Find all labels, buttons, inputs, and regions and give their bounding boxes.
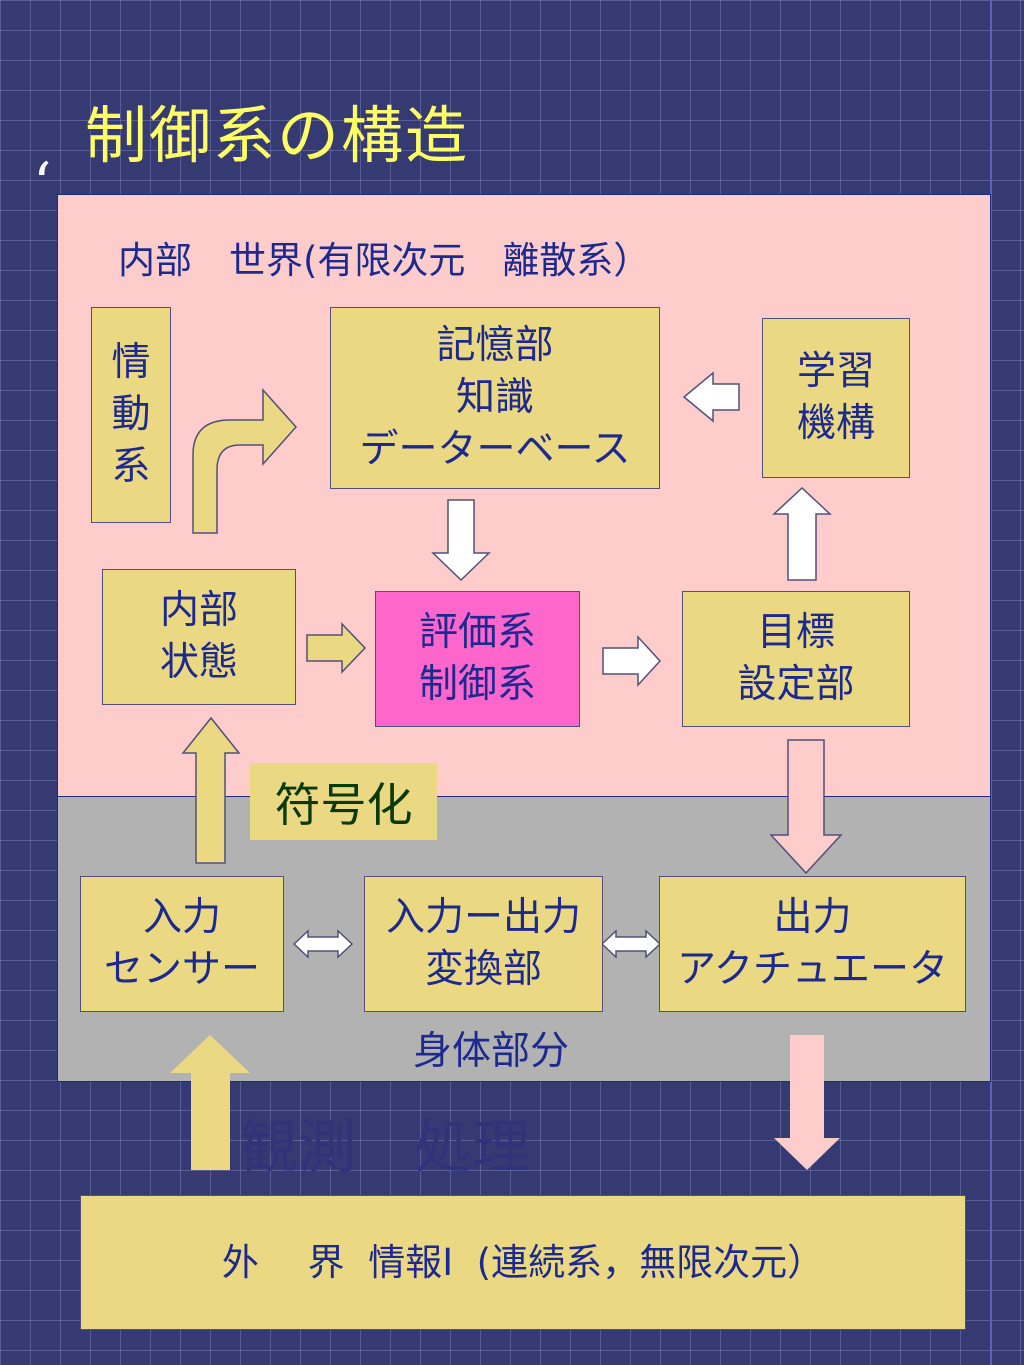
memory-box: 記憶部 知識 データーベース	[330, 307, 660, 489]
arrow-state-to-evaluation	[306, 622, 367, 674]
arrow-evaluation-to-goal	[602, 635, 662, 687]
actuator-box: 出力 アクチュエータ	[659, 876, 966, 1012]
emotion-box: 情 動 系	[91, 307, 171, 523]
arrow-learning-to-memory	[682, 371, 740, 423]
internal-state-box: 内部 状態	[102, 569, 296, 705]
io-converter-box: 入力ー出力 変換部	[364, 876, 603, 1012]
arrow-actuator-to-external	[774, 1035, 840, 1170]
curved-arrow	[192, 388, 298, 534]
internal-world-label: 内部 世界(有限次元 離散系）	[118, 239, 651, 282]
arrow-converter-actuator	[600, 929, 662, 959]
body-label: 身体部分	[413, 1029, 570, 1074]
external-world-box: 外 界 情報I (連続系，無限次元）	[80, 1195, 966, 1330]
arrow-goal-to-actuator	[769, 739, 843, 875]
observation-label: 観測 処理	[240, 1113, 531, 1181]
goal-box: 目標 設定部	[682, 591, 910, 727]
page-title: 制御系の構造	[85, 99, 470, 172]
arrow-memory-to-evaluation	[431, 499, 491, 582]
arrow-sensor-converter	[292, 929, 354, 959]
arrow-goal-to-learning	[772, 486, 832, 581]
arrow-external-to-sensor	[170, 1035, 250, 1170]
quote-mark: ‘	[33, 150, 52, 218]
encoding-label: 符号化	[250, 763, 437, 840]
learning-box: 学習 機構	[762, 318, 910, 478]
evaluation-box: 評価系 制御系	[375, 591, 580, 727]
sensor-box: 入力 センサー	[80, 876, 284, 1012]
arrow-sensor-to-state	[181, 716, 241, 864]
vertical-guide-line	[990, 0, 992, 1365]
